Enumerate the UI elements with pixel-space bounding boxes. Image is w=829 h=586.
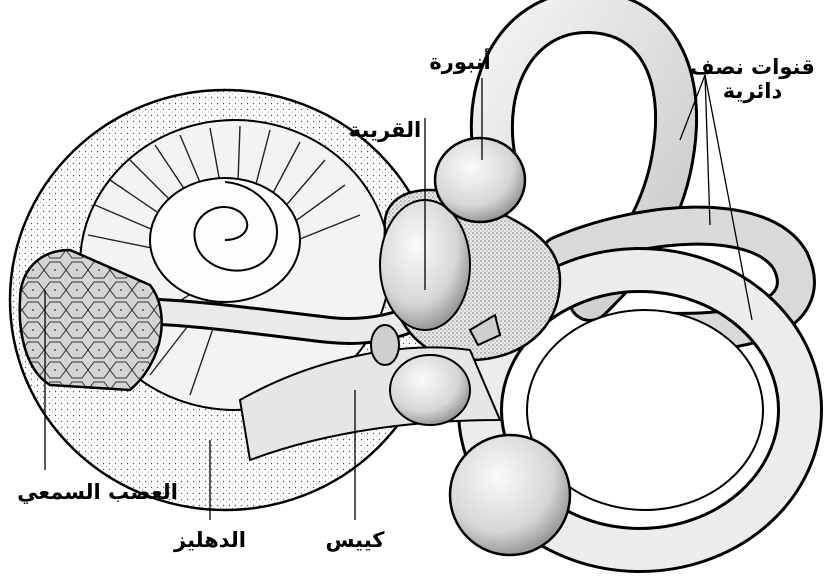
label-semicircular-canals-line2: دائرية <box>680 79 825 103</box>
label-semicircular-canals: قنوات نصف دائرية <box>680 55 825 103</box>
label-semicircular-canals-line1: قنوات نصف <box>680 55 825 79</box>
label-saccule: كييس <box>315 528 395 552</box>
label-ampulla: أنبورة <box>410 50 510 74</box>
label-cochlea: الدهليز <box>160 528 260 552</box>
label-utricle: القريبة <box>335 118 435 142</box>
label-auditory-nerve: العصب السمعي <box>5 480 190 504</box>
